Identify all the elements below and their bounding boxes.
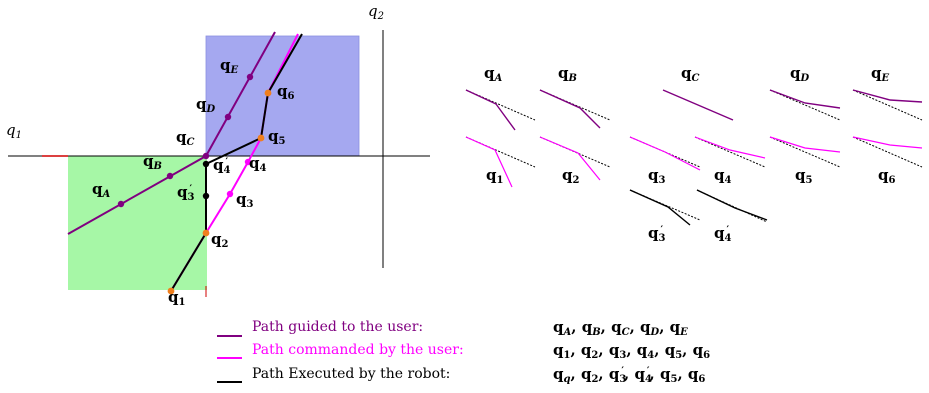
glyph-q4 <box>694 136 766 168</box>
label-q2: q2 <box>211 230 229 250</box>
glyph-q3 <box>629 136 701 171</box>
small-label-qB: qB <box>558 64 577 84</box>
glyph-qC <box>662 89 734 121</box>
small-label-q6: q6 <box>878 166 896 186</box>
label-qA: qA <box>92 180 111 200</box>
label-q4-prime: q4′ <box>213 156 231 176</box>
legend-seq-commanded: q1, q2, q3, q4, q5, q6 <box>553 341 710 361</box>
small-label-qE: qE <box>871 64 890 84</box>
green-region <box>68 156 207 290</box>
small-label-qD: qD <box>790 64 810 84</box>
label-q3-prime: q3′ <box>177 183 195 203</box>
glyph-qB <box>539 89 611 129</box>
point-q4-prime <box>202 160 210 168</box>
x-axis-label: q1 <box>6 121 22 141</box>
label-qD: qD <box>196 95 216 115</box>
point-qC <box>202 152 210 160</box>
point-qA <box>117 200 125 208</box>
glyph-q1 <box>465 136 536 188</box>
point-q5 <box>257 134 265 142</box>
small-label-q5: q5 <box>795 166 813 186</box>
legend-seq-guided: qA, qB, qC, qD, qE <box>553 318 688 338</box>
small-label-q2: q2 <box>562 166 580 186</box>
small-label-qA: qA <box>484 64 503 84</box>
small-label-q3: q3 <box>648 166 666 186</box>
small-label-q4-prime: q4′ <box>714 224 732 244</box>
blue-region <box>205 35 360 157</box>
point-q6 <box>264 89 272 97</box>
glyph-qE <box>852 89 923 121</box>
label-qC: qC <box>176 128 195 148</box>
glyph-qA <box>465 89 536 131</box>
legend-label-guided: Path guided to the user: <box>252 319 423 335</box>
glyph-q6 <box>852 136 923 168</box>
glyph-q2 <box>539 136 611 181</box>
legend: Path guided to the user: qA, qB, qC, qD,… <box>217 318 710 385</box>
label-q5: q5 <box>268 127 286 147</box>
label-qB: qB <box>143 152 162 172</box>
glyph-q5 <box>769 136 841 168</box>
point-qE <box>246 73 254 81</box>
legend-seq-executed: qq, q2, q3′, q4′, q5, q6 <box>553 365 705 385</box>
glyph-qD <box>769 89 841 121</box>
small-label-qC: qC <box>681 64 700 84</box>
small-label-q4: q4 <box>714 166 732 186</box>
label-q4: q4 <box>249 154 267 174</box>
label-q6: q6 <box>277 82 295 102</box>
point-q3-prime <box>202 192 210 200</box>
label-q1: q1 <box>168 288 185 308</box>
point-q1 <box>167 287 175 295</box>
glyph-q4-prime <box>696 189 768 223</box>
legend-label-commanded: Path commanded by the user: <box>252 342 464 358</box>
point-q4 <box>244 158 252 166</box>
point-qD <box>224 113 232 121</box>
point-q3 <box>226 190 234 198</box>
small-label-q3-prime: q3′ <box>648 224 666 244</box>
small-label-q1: q1 <box>486 166 503 186</box>
label-q3: q3 <box>236 190 254 210</box>
glyph-q3-prime <box>629 189 701 226</box>
y-axis-label: q2 <box>368 2 384 22</box>
point-q2 <box>202 229 210 237</box>
point-qB <box>166 172 174 180</box>
legend-label-executed: Path Executed by the robot: <box>252 366 450 382</box>
label-qE: qE <box>220 56 239 76</box>
